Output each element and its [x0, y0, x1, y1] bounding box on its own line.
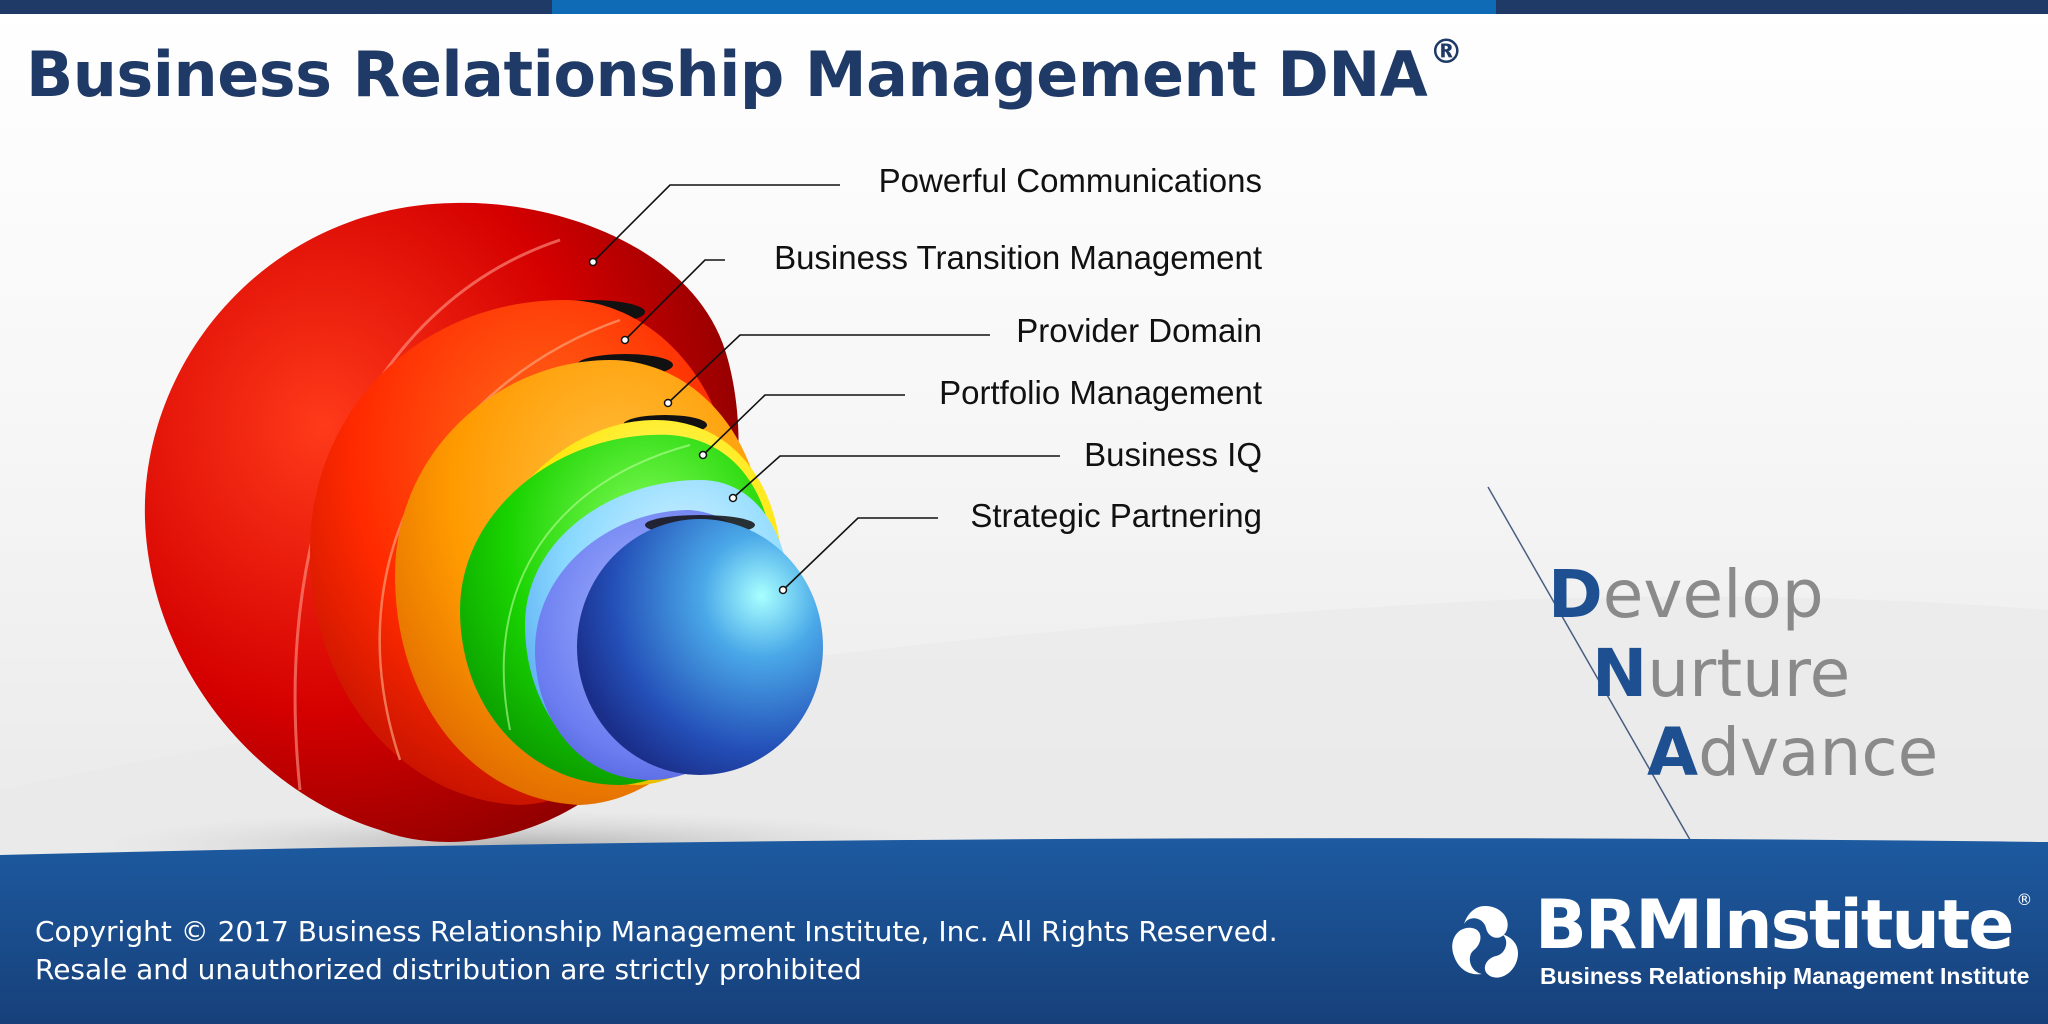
- copyright-notice: Copyright © 2017 Business Relationship M…: [35, 913, 1278, 989]
- dna-rest-advance: dvance: [1698, 714, 1939, 791]
- top-accent-bar: [0, 0, 2048, 14]
- brm-registered-mark: ®: [2016, 890, 2032, 909]
- brm-brand-name: BRMInstitute®: [1535, 890, 2032, 960]
- registered-mark: ®: [1429, 32, 1463, 72]
- core-sphere: [577, 519, 823, 775]
- leader-dot: [778, 585, 788, 595]
- leader-dot: [620, 335, 630, 345]
- leader-line-portfolio-management: [702, 394, 905, 456]
- leader-dot: [588, 257, 598, 267]
- footer-band: [0, 838, 2048, 1024]
- green-highlight-arc: [502, 444, 691, 731]
- brm-brand-subtitle: Business Relationship Management Institu…: [1540, 963, 2030, 989]
- dna-initial-n: N: [1592, 635, 1648, 712]
- leader-line-business-iq: [732, 455, 1060, 499]
- dna-accent-line: [1487, 486, 1698, 853]
- label-portfolio-management: Portfolio Management: [939, 374, 1262, 411]
- leader-line-business-transition-management: [624, 259, 725, 341]
- dna-develop: Develop: [1548, 556, 1824, 633]
- copyright-line-1: Copyright © 2017 Business Relationship M…: [35, 915, 1278, 948]
- leader-line-provider-domain: [667, 334, 990, 404]
- dna-initial-a: A: [1647, 714, 1699, 791]
- top-bar-segment-middle: [552, 0, 1496, 14]
- brm-brand-text: BRMInstitute: [1535, 886, 2014, 965]
- dna-initial-d: D: [1548, 556, 1603, 633]
- label-business-transition-management: Business Transition Management: [774, 239, 1262, 276]
- label-provider-domain: Provider Domain: [1016, 312, 1262, 349]
- page-title: Business Relationship Management DNA®: [26, 32, 1463, 111]
- title-text: Business Relationship Management DNA: [26, 38, 1428, 111]
- copyright-line-2: Resale and unauthorized distribution are…: [35, 953, 862, 986]
- leader-line-powerful-communications: [592, 184, 840, 263]
- dna-rest-nurture: urture: [1647, 635, 1851, 712]
- leader-line-strategic-partnering: [782, 517, 938, 591]
- leader-dot: [698, 450, 708, 460]
- leader-dot: [663, 398, 673, 408]
- brm-logo-icon: [1452, 906, 1518, 978]
- leader-dot: [728, 493, 738, 503]
- dna-nurture: Nurture: [1592, 635, 1850, 712]
- dna-rest-develop: evelop: [1602, 556, 1824, 633]
- leader-lines: [592, 184, 1060, 591]
- leader-dots: [588, 257, 788, 595]
- top-bar-segment-right: [1496, 0, 2048, 14]
- top-bar-segment-left: [0, 0, 552, 14]
- label-business-iq: Business IQ: [1084, 436, 1262, 473]
- dna-advance: Advance: [1647, 714, 1938, 791]
- label-powerful-communications: Powerful Communications: [878, 162, 1262, 199]
- label-strategic-partnering: Strategic Partnering: [970, 497, 1262, 534]
